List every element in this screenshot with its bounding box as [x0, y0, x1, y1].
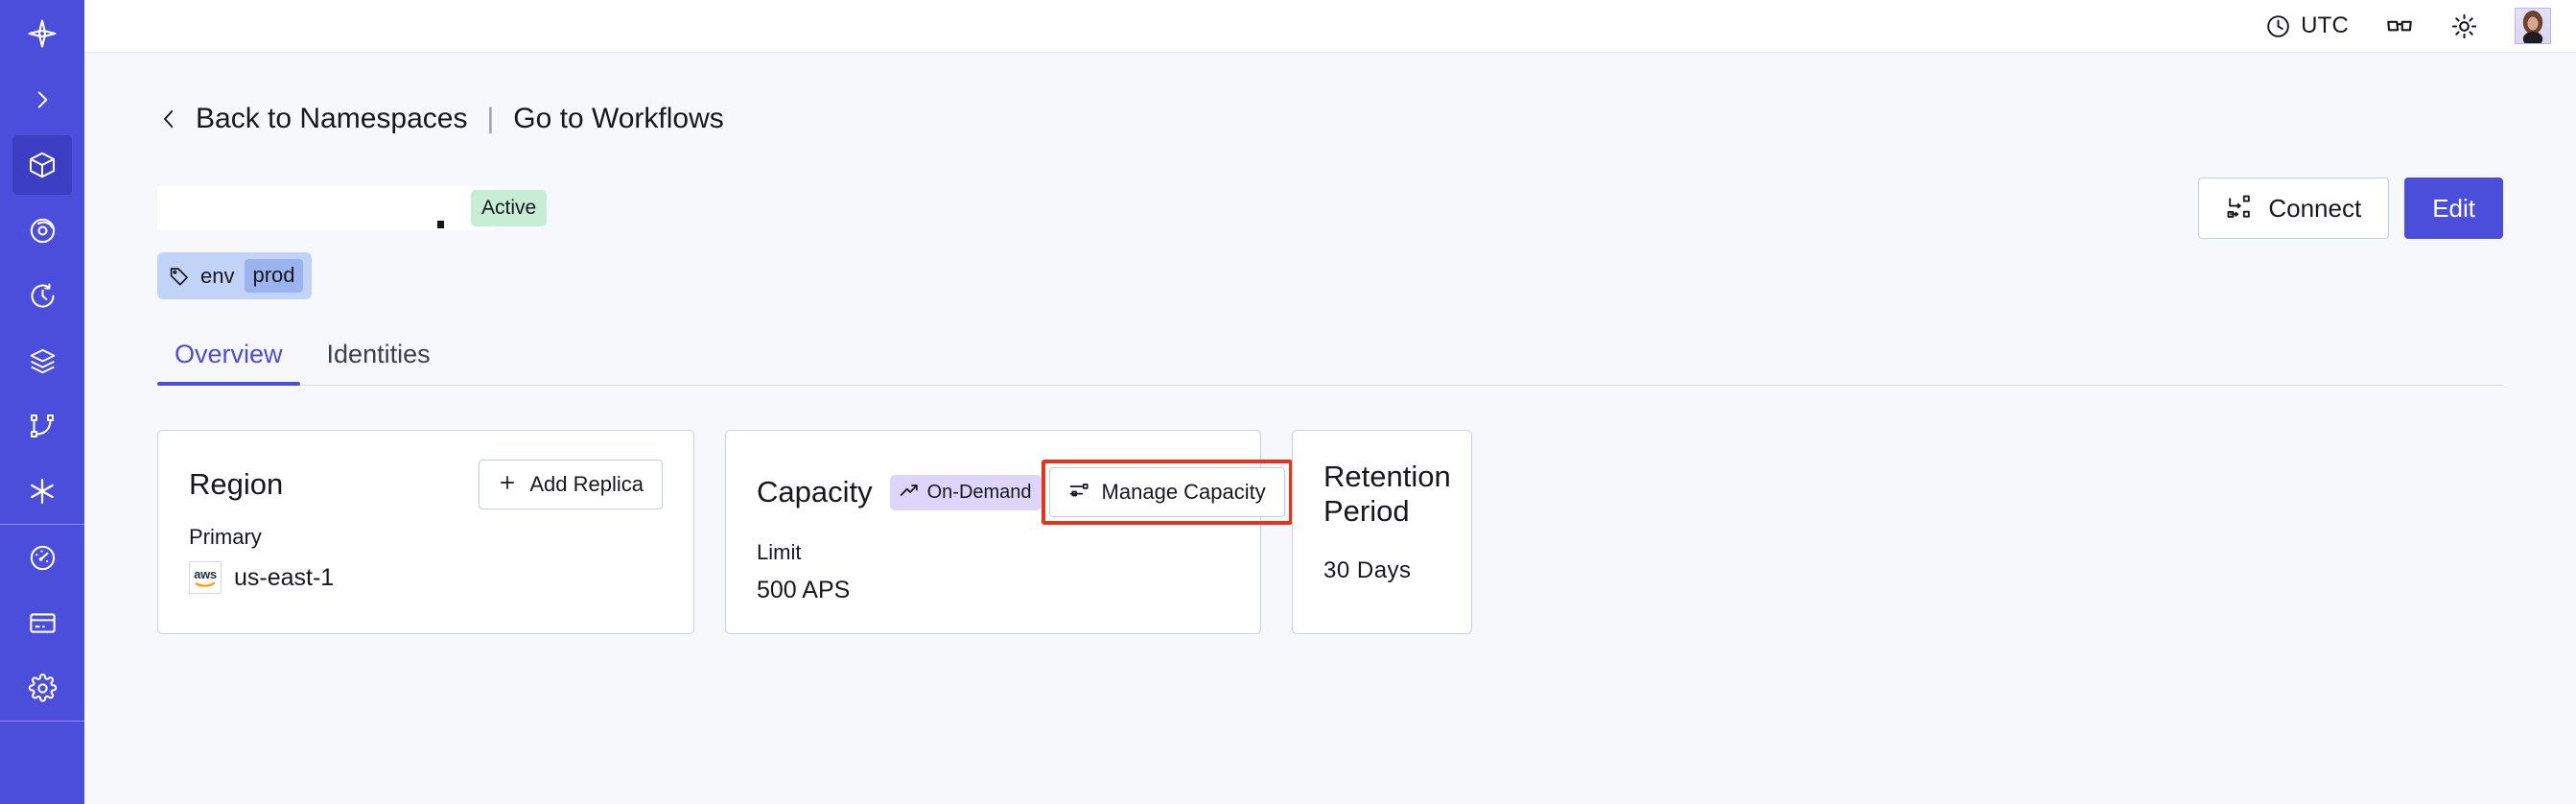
tab-overview[interactable]: Overview: [157, 340, 300, 386]
git-branch-icon: [12, 396, 72, 456]
primary-sidebar: [0, 0, 84, 804]
clock-icon: [2265, 13, 2291, 39]
timezone-label: UTC: [2301, 12, 2349, 38]
add-replica-button[interactable]: Add Replica: [479, 460, 663, 509]
detail-tabs: Overview Identities: [157, 340, 2503, 386]
tab-identities[interactable]: Identities: [326, 340, 431, 368]
gauge-icon: [12, 528, 72, 587]
top-bar: UTC: [84, 0, 2576, 53]
capacity-mode-label: On-Demand: [926, 481, 1032, 503]
namespace-name-dot: [437, 221, 444, 228]
breadcrumb-separator: |: [486, 103, 495, 134]
retention-value: 30 Days: [1323, 557, 1412, 583]
edit-button[interactable]: Edit: [2404, 177, 2503, 239]
retention-card-header: Retention Period: [1323, 460, 1451, 529]
timezone-selector[interactable]: UTC: [2265, 12, 2349, 39]
breadcrumb: Back to Namespaces | Go to Workflows: [157, 103, 2503, 135]
asterisk-icon: [12, 461, 72, 521]
tag-value: prod: [245, 259, 303, 293]
region-card-header: Region Add Replica: [189, 460, 663, 509]
sidebar-item-settings[interactable]: [12, 655, 72, 721]
connect-button[interactable]: Connect: [2198, 177, 2390, 239]
back-to-namespaces-label: Back to Namespaces: [196, 103, 468, 134]
retention-card: Retention Period 30 Days: [1292, 430, 1472, 634]
title-actions: Connect Edit: [2198, 177, 2503, 239]
sliders-icon: [1068, 481, 1089, 504]
trending-up-icon: [900, 483, 919, 502]
namespace-title-row: Active: [157, 177, 2503, 239]
region-value-row: aws us-east-1: [189, 561, 663, 594]
region-value: us-east-1: [234, 563, 335, 591]
capacity-limit-label: Limit: [757, 540, 802, 564]
chevron-left-icon: [157, 105, 180, 133]
docs-button[interactable]: [2385, 12, 2414, 40]
manage-capacity-highlight: Manage Capacity: [1041, 460, 1293, 525]
region-card: Region Add Replica Pr: [157, 430, 694, 634]
namespace-name-redacted: [157, 186, 495, 230]
plus-icon: [498, 473, 517, 496]
gear-icon: [12, 658, 72, 718]
capacity-mode-badge: On-Demand: [889, 474, 1042, 510]
sidebar-item-integrations[interactable]: [12, 459, 72, 524]
sun-icon: [2450, 12, 2478, 40]
tag-key: env: [200, 263, 235, 288]
capacity-card: Capacity On-Demand: [725, 430, 1293, 634]
tag-icon: [169, 266, 190, 287]
sidebar-item-batch-operations[interactable]: [12, 328, 72, 393]
sidebar-item-billing[interactable]: [12, 590, 72, 655]
capacity-card-title: Capacity: [757, 475, 873, 508]
main-area: UTC: [84, 0, 2576, 804]
cube-icon: [12, 135, 72, 195]
sidebar-item-namespaces[interactable]: [12, 132, 72, 198]
connect-flow-icon: [2226, 195, 2253, 222]
user-avatar[interactable]: [2515, 8, 2551, 44]
sidebar-divider-1: [0, 524, 84, 525]
sidebar-item-usage[interactable]: [12, 525, 72, 590]
overview-cards: Region Add Replica Pr: [157, 430, 2503, 634]
back-to-namespaces-link[interactable]: Back to Namespaces: [157, 103, 467, 135]
capacity-limit-value: 500 APS: [757, 577, 851, 603]
temporal-logo-icon: [12, 4, 72, 63]
retention-card-title: Retention Period: [1323, 460, 1451, 528]
sidebar-item-expand-nav[interactable]: [12, 67, 72, 132]
connect-button-label: Connect: [2268, 194, 2362, 223]
namespace-detail-page: Back to Namespaces | Go to Workflows Act…: [84, 103, 2576, 634]
add-replica-label: Add Replica: [529, 472, 644, 496]
credit-card-icon: [12, 593, 72, 652]
content-region: Back to Namespaces | Go to Workflows Act…: [84, 53, 2576, 804]
eye-spiral-icon: [12, 201, 72, 260]
region-card-title: Region: [189, 467, 284, 501]
sidebar-item-brand-logo[interactable]: [12, 0, 72, 67]
go-to-workflows-link[interactable]: Go to Workflows: [513, 103, 724, 134]
sidebar-item-observability[interactable]: [12, 198, 72, 263]
edit-button-label: Edit: [2432, 194, 2475, 223]
namespace-tag[interactable]: env prod: [157, 252, 312, 299]
region-primary-label: Primary: [189, 525, 262, 549]
manage-capacity-button[interactable]: Manage Capacity: [1048, 467, 1285, 517]
glasses-icon: [2385, 12, 2414, 40]
tag-row: env prod: [157, 252, 2503, 299]
sidebar-item-schedules[interactable]: [12, 263, 72, 328]
status-badge: Active: [471, 190, 548, 226]
aws-logo-icon: aws: [189, 561, 222, 594]
sidebar-item-workflows[interactable]: [12, 393, 72, 459]
clock-rotate-icon: [12, 266, 72, 325]
chevron-right-icon: [12, 70, 72, 130]
manage-capacity-label: Manage Capacity: [1101, 480, 1266, 504]
theme-toggle-button[interactable]: [2450, 12, 2478, 40]
aws-logo-text: aws: [194, 566, 217, 581]
capacity-card-header: Capacity On-Demand: [757, 460, 1293, 525]
avatar-image: [2516, 9, 2550, 43]
layers-icon: [12, 331, 72, 390]
